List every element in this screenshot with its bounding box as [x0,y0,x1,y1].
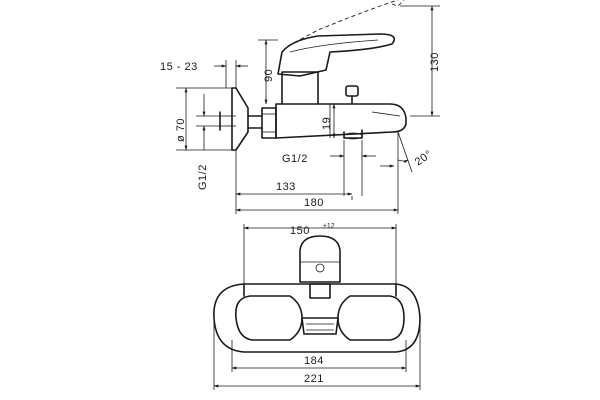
dim-150-label: 150 [290,225,310,237]
diverter-knob [345,85,359,97]
front-view [213,235,421,353]
mixer-body [275,103,407,139]
side-view [219,0,407,151]
cartridge-column [281,71,319,105]
dim-221-label: 221 [304,373,324,385]
dim-g12-left-label: G1/2 [197,164,209,190]
dim-20deg-label: 20° [413,148,435,168]
dim-g12-mid-label: G1/2 [282,153,308,165]
front-body-outer [213,283,421,353]
dim-90-label: 90 [263,69,275,82]
front-lever [299,235,341,283]
connection-nut [261,107,277,139]
lever-swing-path [287,0,399,47]
dim-15-23-label: 15 - 23 [160,61,198,73]
front-dimensions: 150 ±12 184 221 [213,223,421,390]
front-spout [301,317,339,335]
front-body-inner [234,295,303,341]
dim-70-label: ø 70 [175,118,187,142]
side-dimensions: 15 - 23 90 130 ø 70 G1/2 19 G1/2 [160,5,441,214]
lever-handle [277,33,396,77]
dim-184-label: 184 [304,355,324,367]
dim-133-label: 133 [276,181,296,193]
dim-130-label: 130 [429,52,441,72]
dim-19-label: 19 [321,117,333,130]
wall-escutcheon [231,87,249,151]
front-diverter [309,283,331,299]
dim-180-label: 180 [304,197,324,209]
dim-150-tolerance: ±12 [323,223,335,230]
